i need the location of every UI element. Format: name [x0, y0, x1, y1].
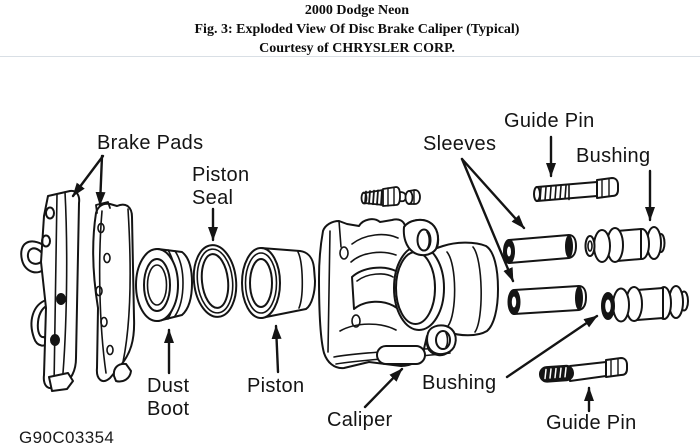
bushing-bottom-drawing	[601, 285, 689, 323]
bleeder-screw-drawing	[360, 186, 407, 207]
bushing-top-drawing	[584, 226, 666, 263]
arrow-brake-pads-right	[95, 154, 106, 207]
arrow-piston	[271, 324, 282, 374]
label-guide-pin-bottom: Guide Pin	[546, 412, 637, 434]
brake-pad-outer-drawing	[92, 201, 136, 383]
label-guide-pin-top: Guide Pin	[504, 110, 595, 132]
piston-seal-drawing	[192, 244, 238, 318]
arrow-caliper	[363, 367, 404, 409]
dust-boot-drawing	[135, 248, 193, 322]
label-caliper: Caliper	[327, 409, 393, 431]
arrow-bushing-bottom	[505, 314, 599, 379]
label-sleeves: Sleeves	[423, 133, 497, 155]
arrow-sleeve-bottom	[460, 157, 515, 283]
brake-pad-inner-drawing	[20, 189, 81, 392]
arrow-sleeve-top	[460, 157, 526, 230]
sleeve-top-drawing	[503, 234, 577, 264]
arrow-brake-pads-left	[71, 154, 105, 198]
callout-arrows	[71, 135, 655, 413]
label-piston: Piston	[247, 375, 305, 397]
header-figure-title: Fig. 3: Exploded View Of Disc Brake Cali…	[194, 22, 520, 37]
header-vehicle: 2000 Dodge Neon	[304, 3, 410, 18]
figure-header: 2000 Dodge Neon Fig. 3: Exploded View Of…	[10, 1, 700, 58]
guide-pin-top-drawing	[533, 177, 619, 202]
bleeder-cap-drawing	[404, 189, 421, 205]
figure-code: G90C03354	[19, 428, 115, 447]
label-bushing-bottom: Bushing	[422, 372, 497, 394]
label-bushing-top: Bushing	[576, 145, 651, 167]
sleeve-bottom-drawing	[507, 285, 587, 315]
header-courtesy: Courtesy of CHRYSLER CORP.	[259, 41, 455, 56]
guide-pin-bottom-drawing	[538, 357, 628, 383]
caliper-drawing	[318, 218, 499, 370]
header-divider-line	[0, 56, 700, 57]
label-brake-pads: Brake Pads	[97, 132, 204, 154]
piston-drawing	[241, 247, 316, 319]
